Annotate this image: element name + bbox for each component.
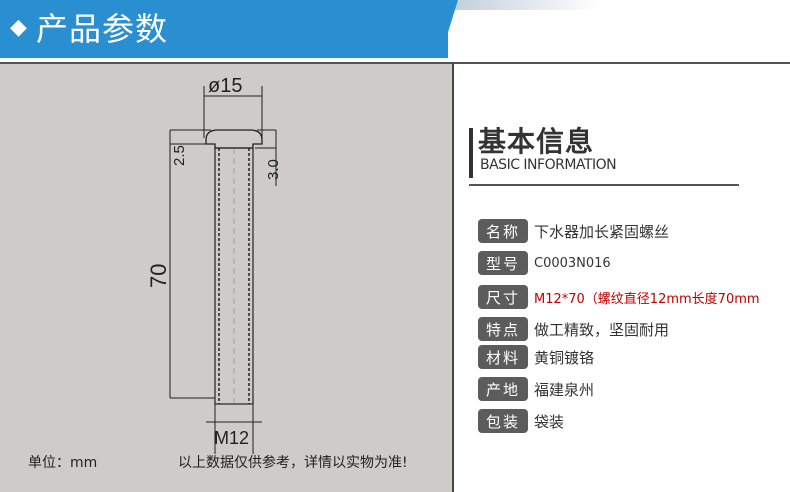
dim-left-small-label: 2.5 (171, 145, 188, 166)
tube-head (205, 129, 263, 149)
info-label: 名称 (478, 219, 528, 243)
dim-bottom-label: M12 (214, 428, 249, 448)
info-row-origin: 产地 福建泉州 (478, 376, 594, 402)
info-value: 福建泉州 (534, 380, 595, 399)
info-value: C0003N016 (534, 255, 611, 271)
info-label: 材料 (478, 345, 528, 369)
info-row-model: 型号 C0003N016 (478, 250, 611, 276)
info-row-size: 尺寸 M12*70（螺纹直径12mm长度70mm (478, 284, 760, 310)
info-label: 产地 (478, 377, 528, 401)
unit-label: 单位：mm (28, 455, 98, 471)
info-row-packaging: 包装 袋装 (478, 408, 564, 434)
info-value: 下水器加长紧固螺丝 (534, 222, 670, 241)
info-row-name: 名称 下水器加长紧固螺丝 (478, 218, 669, 244)
info-label: 特点 (478, 317, 528, 341)
info-value: 袋装 (534, 412, 565, 431)
info-label: 包装 (478, 409, 528, 433)
header-tail (440, 0, 458, 58)
disclaimer-note: 以上数据仅供参考，详情以实物为准! (178, 455, 408, 471)
info-title: 基本信息 (478, 125, 595, 158)
dim-right-small-label: 3.0 (265, 159, 282, 180)
technical-drawing: ø15 2.5 3.0 70 M12 (146, 75, 282, 454)
info-subtitle: BASIC INFORMATION (480, 157, 617, 173)
info-row-material: 材料 黄铜镀铬 (478, 344, 594, 370)
info-value: 黄铜镀铬 (534, 348, 595, 367)
tube-body (214, 147, 254, 405)
info-row-features: 特点 做工精致，坚固耐用 (478, 316, 669, 342)
page-title: 产品参数 (36, 10, 169, 48)
info-divider (469, 184, 739, 186)
info-value: 做工精致，坚固耐用 (534, 320, 670, 339)
drawing-panel: ø15 2.5 3.0 70 M12 (0, 62, 452, 492)
dim-top-label: ø15 (208, 75, 242, 97)
info-label: 型号 (478, 251, 528, 275)
header-band (0, 0, 448, 58)
info-accent-bar (469, 128, 473, 178)
info-label: 尺寸 (478, 285, 528, 309)
dim-length-label: 70 (146, 264, 171, 288)
info-value: M12*70（螺纹直径12mm长度70mm (534, 291, 760, 307)
header-banner: ◆ 产品参数 (0, 0, 790, 62)
diamond-icon: ◆ (10, 15, 27, 40)
